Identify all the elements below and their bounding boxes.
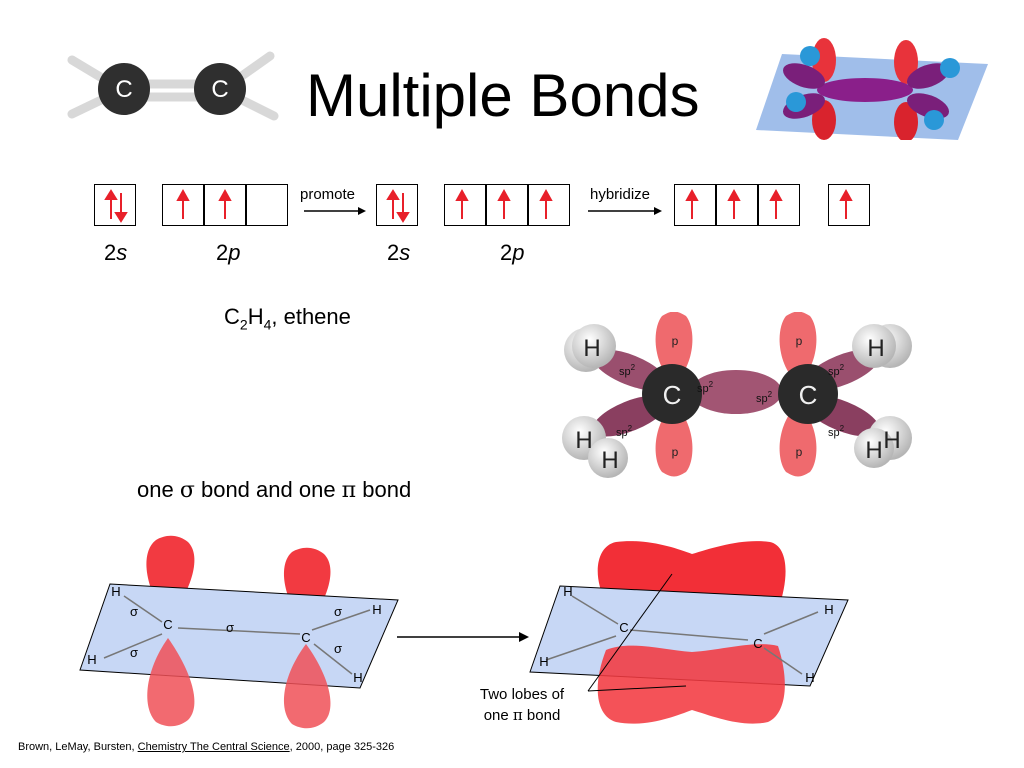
- electron-up-arrow-icon: [176, 188, 190, 219]
- electron-up-arrow-icon: [727, 188, 741, 219]
- sigma-symbol: σ: [334, 604, 342, 619]
- carbon-atom-label: C: [663, 380, 682, 410]
- sigma-symbol: σ: [226, 620, 234, 635]
- hydrogen-atom-label: H: [865, 437, 882, 464]
- hydrogen-atom-label: H: [883, 427, 900, 454]
- orbital-box-2p: [486, 184, 528, 226]
- hydrogen-atom-label: H: [353, 670, 362, 685]
- hybridize-arrow-icon: [588, 207, 662, 215]
- hydrogen-atom-label: H: [601, 447, 618, 474]
- ethene-stick-icon: C C: [67, 51, 279, 121]
- orbital-box-2s: [94, 184, 136, 226]
- hydrogen-atom-label: H: [824, 602, 833, 617]
- paired-electron-arrows-icon: [104, 189, 128, 223]
- hydrogen-atom-label: H: [563, 584, 572, 599]
- orbital-box-sp2: [716, 184, 758, 226]
- ethene-hybrid-orbitals-diagram: C C H H H H H H p p p p sp2 sp2 sp2 sp2 …: [562, 312, 912, 478]
- carbon-atom-label: C: [753, 636, 762, 651]
- sp2-orbital-label: sp2: [616, 424, 633, 439]
- ethene-orbital-model-image: [756, 38, 988, 140]
- hydrogen-atom-label: H: [805, 670, 814, 685]
- orbital-box-2p: [204, 184, 246, 226]
- sigma-symbol: σ: [334, 641, 342, 656]
- hydrogen-atom-label: H: [583, 335, 600, 362]
- orbital-label-2s: 2s: [387, 240, 411, 265]
- sp2-orbital-label: sp2: [619, 363, 636, 378]
- sp2-orbital-label: sp2: [756, 390, 773, 405]
- slide-title: Multiple Bonds: [306, 62, 700, 129]
- electron-up-arrow-icon: [497, 188, 511, 219]
- orbital-label-2s: 2s: [104, 240, 128, 265]
- promote-label: promote: [300, 186, 356, 203]
- sigma-framework-p-orbitals-diagram: H H C C H H σ σ σ σ σ: [79, 535, 399, 729]
- orbital-box-2p-empty: [246, 184, 288, 226]
- hydrogen-atom-label: H: [539, 654, 548, 669]
- promote-arrow-icon: [304, 207, 366, 215]
- hydrogen-atom-label: H: [575, 427, 592, 454]
- sp2-orbital-label: sp2: [697, 380, 714, 395]
- citation: Brown, LeMay, Bursten, Chemistry The Cen…: [18, 741, 395, 753]
- orbital-box-2p: [528, 184, 570, 226]
- carbon-atom-label: C: [619, 620, 628, 635]
- orbital-box-sp2: [674, 184, 716, 226]
- orbital-label-2p: 2p: [216, 240, 241, 265]
- electron-up-arrow-icon: [218, 188, 232, 219]
- overlap-arrow-icon: [397, 632, 529, 642]
- electron-up-arrow-icon: [769, 188, 783, 219]
- sigma-symbol: σ: [130, 645, 138, 660]
- electron-up-arrow-icon: [455, 188, 469, 219]
- book-title: Chemistry The Central Science: [137, 741, 290, 753]
- orbital-box-2p: [444, 184, 486, 226]
- electron-up-arrow-icon: [685, 188, 699, 219]
- electron-up-arrow-icon: [839, 188, 853, 219]
- hydrogen-atom-label: H: [87, 652, 96, 667]
- carbon-atom-label: C: [163, 617, 172, 632]
- hydrogen-atom-label: H: [867, 335, 884, 362]
- orbital-box-2s: [376, 184, 418, 226]
- electron-up-arrow-icon: [539, 188, 553, 219]
- carbon-atom-label: C: [301, 630, 310, 645]
- orbital-box-sp2: [758, 184, 800, 226]
- p-orbital-label: p: [672, 445, 679, 459]
- p-orbital-label: p: [796, 445, 803, 459]
- orbital-label-2p: 2p: [500, 240, 525, 265]
- pi-lobes-caption: Two lobes of one π bond: [479, 686, 565, 724]
- sp2-orbital-label: sp2: [828, 424, 845, 439]
- sigma-pi-bond-caption: one σ bond and one π bond: [137, 477, 412, 503]
- hydrogen-atom-label: H: [372, 602, 381, 617]
- orbital-box-p: [828, 184, 870, 226]
- pi-bond-diagram: H H C C H H: [529, 541, 849, 724]
- hybridize-label: hybridize: [590, 186, 651, 203]
- p-orbital-label: p: [796, 334, 803, 348]
- ethene-formula: C2H4, ethene: [224, 304, 351, 333]
- sigma-symbol: σ: [130, 604, 138, 619]
- hydrogen-atom-label: H: [111, 584, 120, 599]
- paired-electron-arrows-icon: [386, 189, 410, 223]
- carbon-atom-label: C: [211, 76, 228, 103]
- orbital-box-2p: [162, 184, 204, 226]
- sp2-orbital-label: sp2: [828, 363, 845, 378]
- carbon-atom-label: C: [799, 380, 818, 410]
- p-orbital-label: p: [672, 334, 679, 348]
- carbon-atom-label: C: [115, 76, 132, 103]
